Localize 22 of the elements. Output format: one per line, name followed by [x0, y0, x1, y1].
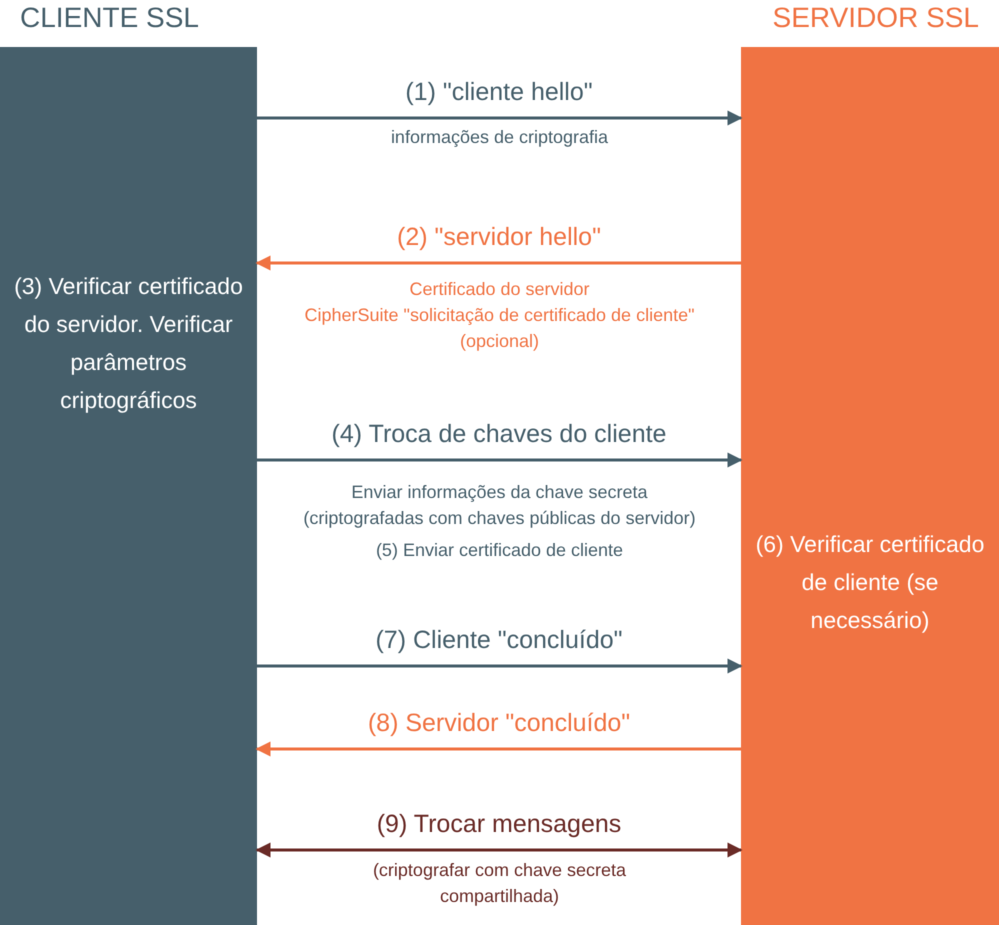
lane-heading: CLIENTE SSL [19, 1, 200, 35]
step-text: (3) Verificar certificado do servidor. Verificar parâmetros criptográficos [13, 272, 244, 415]
edge-label: (2) "servidor hello" [396, 223, 602, 252]
note-text: informações de criptografia [390, 126, 610, 149]
lane-heading: SERVIDOR SSL [772, 1, 980, 35]
arrow [257, 452, 742, 468]
edge-label: (7) Cliente "concluído" [374, 626, 624, 655]
edge-label: (9) Trocar mensagens [376, 810, 622, 839]
note-text: CipherSuite "solicitação de certificado de cliente" (opcional) [304, 304, 696, 353]
arrow [256, 742, 741, 756]
note-text: (5) Enviar certificado de cliente [374, 539, 624, 562]
arrow [257, 110, 742, 126]
arrow [256, 842, 742, 858]
edge-label: (1) "cliente hello" [404, 78, 594, 107]
note-text: Certificado do servidor [408, 278, 591, 301]
note-text: Enviar informações da chave secreta (criptografadas com chaves públicas do servidor) [302, 481, 697, 530]
step-text: (6) Verificar certificado de cliente (se necessário) [754, 530, 986, 635]
arrow [257, 658, 742, 674]
edge-label: (4) Troca de chaves do cliente [330, 420, 668, 449]
arrow [256, 256, 741, 270]
note-text: (criptografar com chave secreta compartilhada) [372, 859, 628, 908]
edge-label: (8) Servidor "concluído" [366, 709, 632, 738]
